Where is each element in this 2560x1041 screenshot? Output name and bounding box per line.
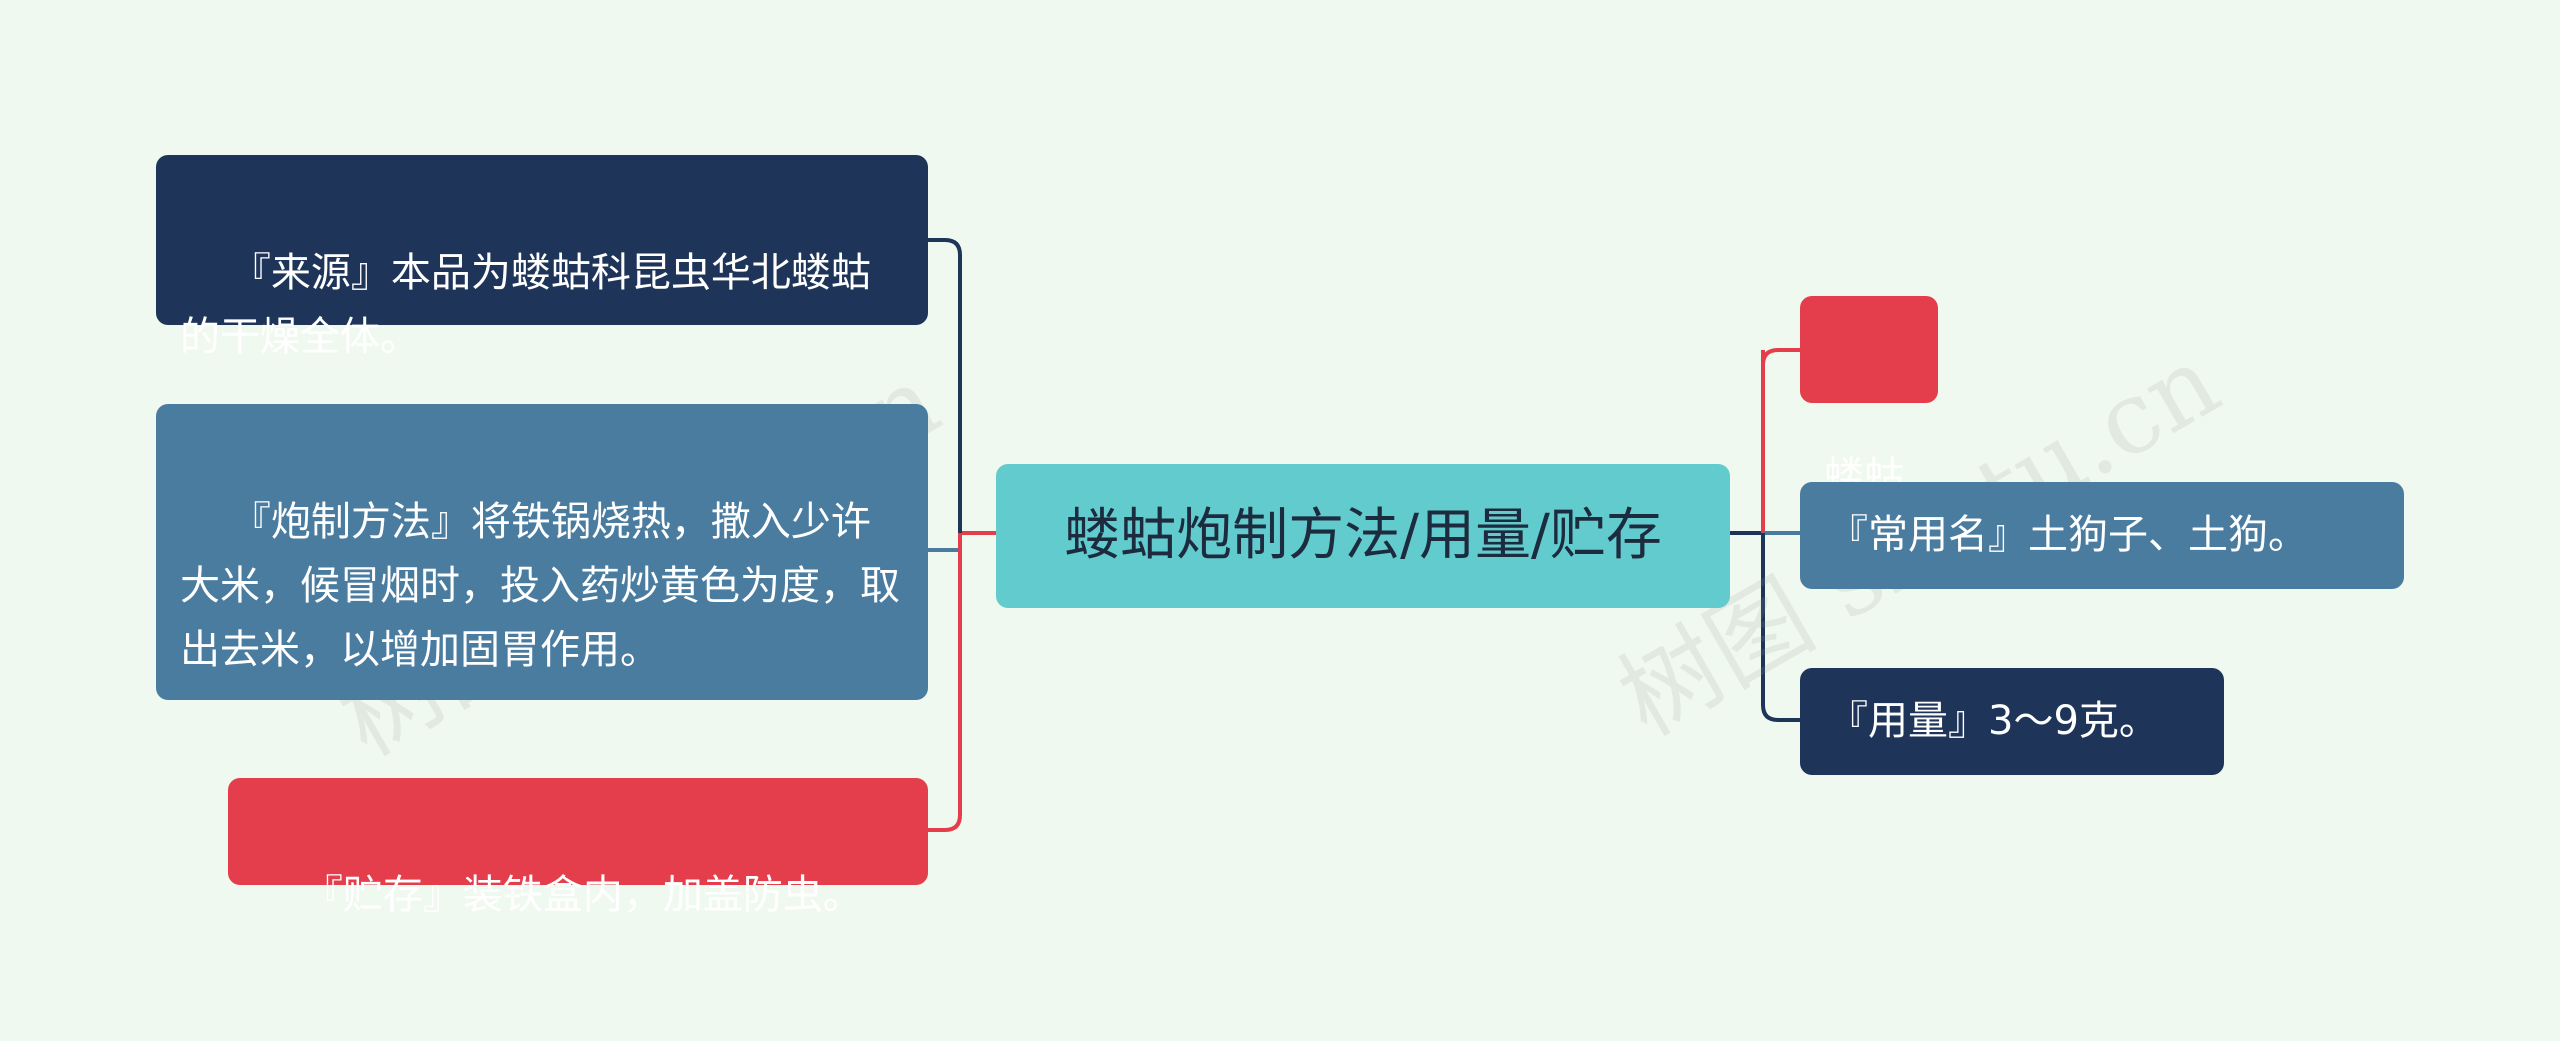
central-topic-label: 蝼蛄炮制方法/用量/贮存 [1064, 503, 1662, 568]
dosage-node-label: 『用量』3～9克。 [1828, 698, 2159, 744]
common-name-node[interactable]: 『常用名』土狗子、土狗。 [1800, 482, 2404, 589]
name-node[interactable]: 蝼蛄 [1800, 296, 1938, 500]
storage-node-label: 『贮存』装铁盒内，加盖防虫。 [302, 872, 863, 918]
connector-left-source [928, 238, 962, 533]
source-node[interactable]: 『来源』本品为蝼蛄科昆虫华北蝼蛄的干燥全体。 [156, 155, 928, 360]
processing-method-node[interactable]: 『炮制方法』将铁锅烧热，撒入少许大米，候冒烟时，投入药炒黄色为度，取出去米，以增… [156, 404, 928, 700]
connector-right-name-h [1761, 348, 1800, 366]
storage-node[interactable]: 『贮存』装铁盒内，加盖防虫。 [228, 778, 928, 918]
central-topic-node[interactable]: 蝼蛄炮制方法/用量/贮存 [996, 464, 1730, 608]
dosage-node[interactable]: 『用量』3～9克。 [1800, 668, 2224, 775]
common-name-node-label: 『常用名』土狗子、土狗。 [1828, 512, 2308, 558]
connector-right-dose [1761, 533, 1800, 722]
connector-left-storage [928, 533, 962, 832]
source-node-label: 『来源』本品为蝼蛄科昆虫华北蝼蛄的干燥全体。 [180, 250, 871, 360]
processing-method-node-label: 『炮制方法』将铁锅烧热，撒入少许大米，候冒烟时，投入药炒黄色为度，取出去米，以增… [180, 499, 900, 673]
